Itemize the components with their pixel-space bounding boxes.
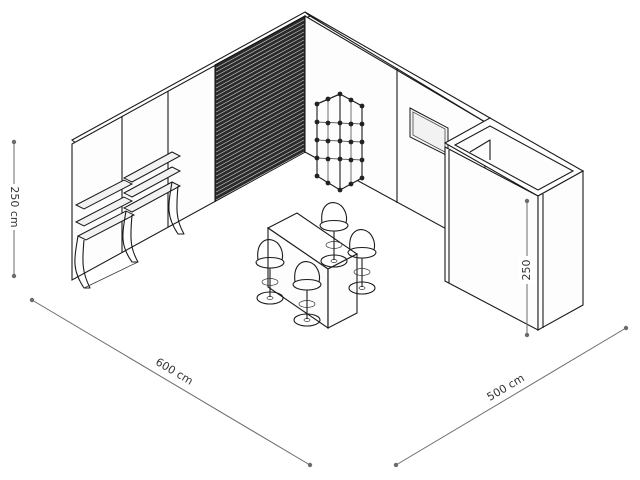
bar-stools bbox=[255, 202, 377, 327]
height-dimension-label: 250 cm bbox=[8, 186, 21, 227]
cube-shelf-unit bbox=[314, 91, 365, 193]
cabin-height-label: 250 bbox=[520, 260, 533, 281]
wall-shelving bbox=[74, 151, 185, 289]
bar-table bbox=[266, 212, 359, 330]
storage-cabin bbox=[443, 117, 585, 331]
right-back-wall bbox=[304, 11, 491, 251]
slat-wall-panel bbox=[214, 15, 306, 202]
